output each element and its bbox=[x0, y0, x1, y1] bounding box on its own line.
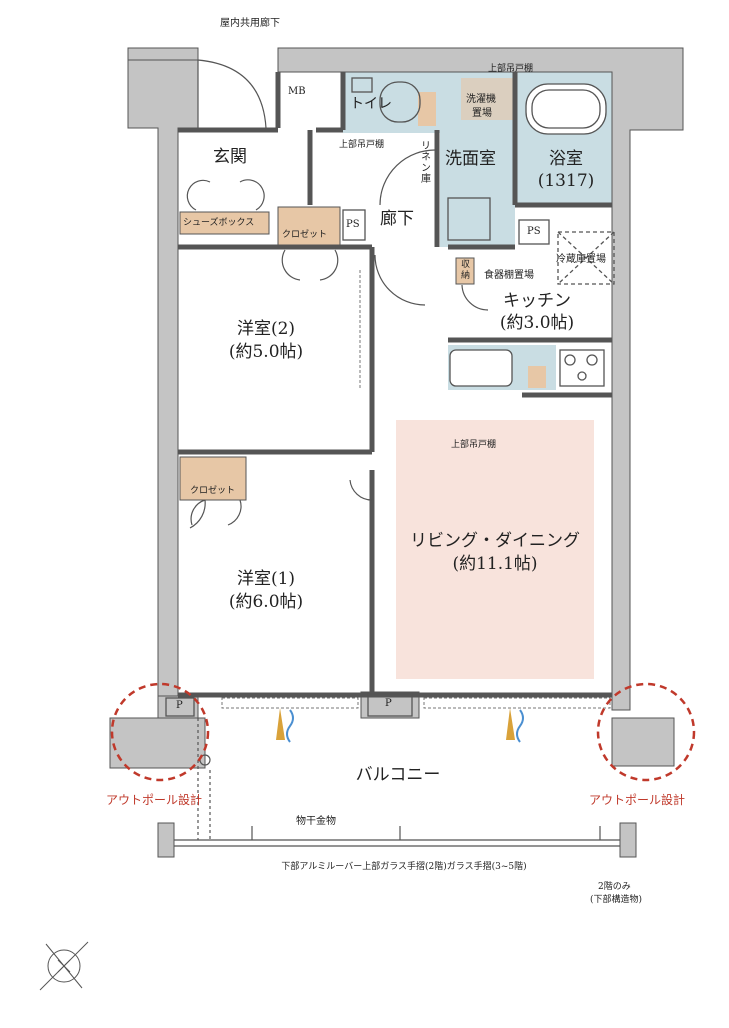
ps-right-label: PS bbox=[527, 226, 541, 237]
upper-cabinet-left-label: 上部吊戸棚 bbox=[339, 140, 385, 150]
balcony-railings bbox=[174, 718, 620, 847]
kitchen-cabinet-area bbox=[528, 366, 546, 388]
balcony-label: バルコニー bbox=[355, 765, 441, 785]
living-label: リビング・ダイニング bbox=[410, 531, 580, 551]
outpole-right-label: アウトポール設計 bbox=[589, 793, 686, 807]
washer-label-line2: 置場 bbox=[472, 108, 492, 119]
room1-label: 洋室(1) bbox=[236, 569, 296, 589]
bath-label: 浴室 bbox=[549, 149, 583, 169]
toilet-label: トイレ bbox=[350, 96, 392, 112]
linen-label: リネン庫 bbox=[418, 140, 430, 184]
closet-lower-label: クロゼット bbox=[190, 486, 236, 496]
fixtures bbox=[165, 77, 615, 717]
interior-walls bbox=[178, 72, 612, 698]
room2-label: 洋室(2) bbox=[236, 319, 296, 339]
upper-cabinet-kitchen-label: 上部吊戸棚 bbox=[451, 440, 497, 450]
fridge-label: 冷蔵庫置場 bbox=[556, 254, 606, 265]
outpole-markers bbox=[110, 682, 696, 782]
floor2-note-line2: (下部構造物) bbox=[590, 895, 643, 905]
bath-size-label: (1317) bbox=[537, 171, 595, 191]
p-center-label: P bbox=[385, 698, 392, 709]
ps-left-label: PS bbox=[346, 219, 360, 230]
outpole-left-label: アウトポール設計 bbox=[106, 793, 203, 807]
living-size-label: (約11.1帖) bbox=[452, 554, 538, 574]
linen-cabinet-area bbox=[418, 92, 436, 126]
hallway-label: 廊下 bbox=[380, 209, 414, 229]
washroom-label: 洗面室 bbox=[445, 149, 496, 169]
railing-note-label: 下部アルミルーバー上部ガラス手摺(2階)ガラス手摺(3~5階) bbox=[281, 862, 527, 872]
living-dining-area bbox=[396, 420, 594, 679]
flame-icons bbox=[276, 708, 524, 743]
storage-label-line2: 納 bbox=[461, 271, 471, 281]
floor2-note-line1: 2階のみ bbox=[598, 882, 631, 892]
p-left-label: P bbox=[176, 700, 183, 711]
closet-upper-area bbox=[277, 206, 341, 246]
washer-cabinet-area bbox=[461, 78, 513, 120]
storage-area bbox=[455, 257, 475, 285]
windows bbox=[221, 270, 611, 709]
room1-size-label: (約6.0帖) bbox=[228, 592, 304, 612]
kitchen-size-label: (約3.0帖) bbox=[499, 313, 575, 333]
compass-icon bbox=[39, 941, 89, 991]
mb-label: MB bbox=[288, 86, 306, 97]
washer-label-line1: 洗濯機 bbox=[466, 94, 496, 105]
kitchen-label: キッチン bbox=[503, 291, 571, 311]
doors bbox=[186, 59, 489, 529]
entrance-label: 玄関 bbox=[213, 147, 247, 167]
shoebox-area bbox=[179, 211, 270, 235]
upper-cabinet-top-label: 上部吊戸棚 bbox=[488, 64, 534, 74]
room2-size-label: (約5.0帖) bbox=[228, 342, 304, 362]
corridor-label: 屋内共用廊下 bbox=[220, 18, 280, 29]
shoebox-label: シューズボックス bbox=[183, 218, 255, 228]
dish-shelf-label: 食器棚置場 bbox=[484, 270, 534, 281]
drying-rack-label: 物干金物 bbox=[296, 816, 336, 827]
storage-label-line1: 収 bbox=[461, 260, 471, 270]
closet-upper-label: クロゼット bbox=[282, 230, 328, 240]
closet-lower-area bbox=[179, 456, 247, 501]
